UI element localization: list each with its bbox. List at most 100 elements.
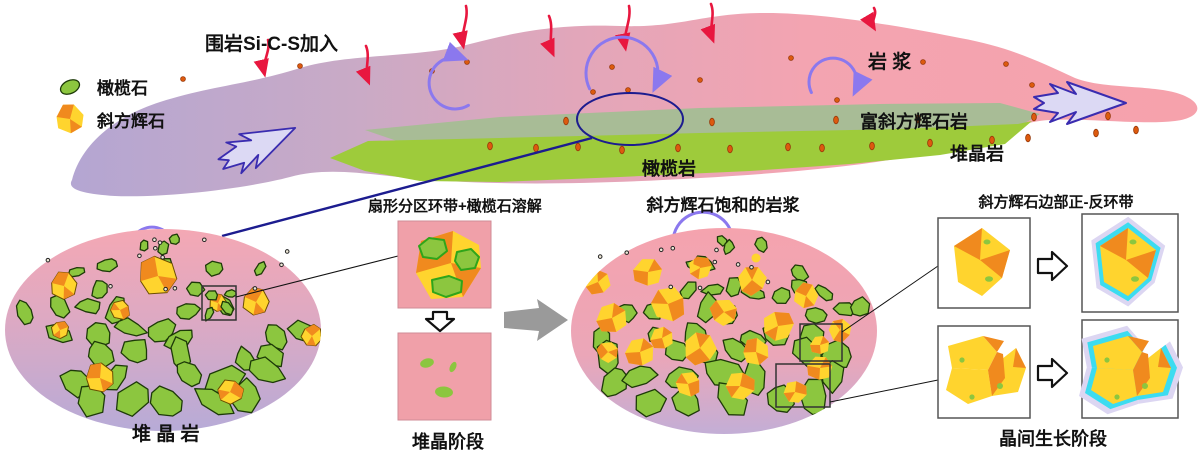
olivine-crystal	[804, 307, 828, 324]
opx-crystal	[50, 319, 72, 340]
wallrock-arrow	[355, 44, 371, 86]
peridotite-label: 橄榄岩	[642, 158, 696, 179]
opx-crystal	[675, 372, 700, 397]
wallrock-arrow	[615, 4, 631, 52]
opx-dot	[869, 141, 875, 151]
opx-crystal	[794, 282, 819, 309]
suspended-opx-dot	[625, 87, 631, 93]
wallrock-arrow	[253, 38, 270, 78]
olivine-crystal	[220, 300, 234, 316]
olivine-crystal	[50, 294, 71, 319]
cumulate-stage-panels	[397, 220, 492, 421]
opx-dot	[487, 141, 493, 151]
opx-dot	[533, 143, 539, 153]
olivine-crystal	[717, 382, 749, 416]
opx-nucleus	[693, 256, 706, 268]
opx-dot	[915, 114, 921, 124]
opx-crystal	[48, 269, 81, 303]
suspended-opx-dot	[1029, 82, 1035, 88]
callout-line-left-panel	[235, 255, 399, 298]
opx-crystal	[810, 336, 830, 355]
olivine-crystal	[600, 367, 628, 398]
opx-crystal	[738, 267, 767, 296]
opx-rich-rock-label: 富斜方辉石岩	[860, 111, 968, 132]
melt-inclusion-dot	[202, 237, 207, 243]
melt-inclusion-dot	[137, 253, 142, 259]
melt-inclusion-dot	[697, 285, 703, 291]
zoom-source-square-right-1	[799, 323, 843, 362]
melt-inclusion-dot	[252, 286, 258, 291]
opx-dot	[709, 117, 715, 127]
opx-rich-layer	[365, 103, 1040, 142]
suspended-opx-dot	[697, 77, 703, 83]
olivine-crystal	[635, 388, 668, 418]
melt-inclusion-dot	[157, 240, 163, 245]
melt-inclusion-dot	[765, 279, 771, 285]
melt-inclusion-dot	[597, 254, 603, 259]
suspended-opx-dot	[834, 97, 840, 103]
opx-crystal	[137, 253, 179, 297]
olivine-crystal	[253, 260, 267, 277]
sector-zoned-opx-crystal	[416, 231, 481, 299]
wallrock-arrow	[452, 4, 468, 50]
wallrock-input-label: 围岩Si-C-S加入	[205, 32, 338, 55]
melt-inclusion-dot	[714, 247, 719, 253]
opx-crystal	[807, 356, 833, 380]
melt-inclusion-dot	[624, 250, 630, 255]
zoom-source-square-right-2	[775, 363, 831, 408]
olivine-crystal	[248, 356, 287, 384]
opx-dot	[1093, 128, 1099, 138]
opx-crystal	[685, 332, 717, 366]
olivine-crystal	[120, 338, 148, 364]
olivine-crystal	[185, 281, 206, 297]
opx-dot	[1133, 125, 1139, 135]
olivine-crystal	[139, 239, 149, 252]
melt-inclusion-dot	[279, 262, 284, 268]
convection-arrow	[807, 56, 873, 97]
opx-cluster-with-rim	[1079, 325, 1183, 415]
zoom-callout-ellipse	[576, 92, 684, 146]
opx-crystal	[596, 302, 627, 332]
cumulate-rock-label: 堆晶岩	[950, 143, 1004, 164]
opx-dot	[619, 145, 625, 155]
melt-inclusion-dot	[749, 264, 754, 270]
opx-dot	[1105, 111, 1111, 121]
suspended-crystal-dots	[180, 55, 1035, 103]
melt-inclusion-dot	[668, 284, 674, 290]
rim-zoning-title: 斜方辉石边部正-反环带	[978, 193, 1134, 211]
callout-line-right-panel-2	[829, 379, 939, 403]
olivine-crystal	[679, 281, 697, 300]
wallrock-arrow	[860, 6, 877, 32]
wallrock-arrow	[700, 2, 716, 44]
opx-crystal	[625, 338, 654, 366]
olivine-crystal	[621, 365, 659, 389]
dissolved-olivine-blobs	[420, 358, 457, 398]
opx-crystal	[725, 372, 755, 400]
suspended-opx-dot	[464, 59, 470, 65]
stage-transition-arrow	[504, 299, 568, 341]
olivine-crystal	[204, 290, 219, 301]
melt-inclusion-dot	[735, 262, 741, 267]
opx-dot	[675, 143, 681, 153]
sector-zoning-title: 扇形分区环带+橄榄石溶解	[368, 197, 542, 215]
opx-dot	[1025, 133, 1031, 143]
olivine-crystal	[771, 286, 791, 305]
wallrock-arrow	[540, 14, 555, 58]
opx-crystal-zoned	[954, 228, 1010, 296]
opx-dot	[563, 116, 569, 126]
olivine-crystal	[168, 233, 180, 245]
olivine-crystal	[176, 361, 203, 388]
melt-inclusion-dot	[152, 237, 157, 243]
opx-saturated-title: 斜方辉石饱和的岩浆	[646, 195, 801, 215]
opx-crystal	[596, 342, 618, 363]
legend-olivine-icon	[59, 79, 81, 95]
down-arrow-icon	[424, 310, 456, 333]
olivine-crystal	[113, 317, 148, 337]
opx-crystal	[783, 381, 807, 403]
suspended-opx-dot	[788, 55, 794, 61]
opx-dot	[989, 135, 995, 145]
opx-crystal-with-rim	[1091, 216, 1166, 307]
opx-crystal	[650, 287, 685, 322]
callout-line-right-panel-1	[841, 265, 939, 333]
cumulate-stage-label: 堆晶阶段	[412, 431, 485, 452]
